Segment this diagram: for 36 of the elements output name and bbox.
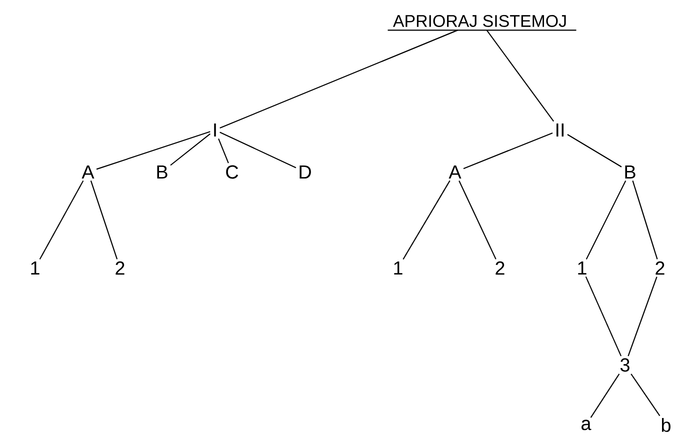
tree-label: D (300, 166, 311, 178)
tree-label: 1 (31, 262, 40, 274)
tree-branch (90, 180, 118, 260)
tree-label: B (157, 166, 168, 178)
tree-label: A (82, 166, 94, 178)
tree-branch (220, 30, 458, 129)
tree-branch (630, 374, 660, 416)
tree-branch (585, 276, 622, 356)
tree-branch (632, 180, 658, 260)
tree-label: 1 (578, 262, 586, 274)
tree-label: a (582, 420, 592, 430)
tree-branch (586, 180, 626, 260)
tree-label: A (448, 166, 462, 178)
tree-label: II (556, 124, 564, 136)
tree-branch (590, 374, 620, 418)
tree-branch (220, 132, 296, 168)
tree-branch (486, 30, 554, 122)
tree-label: 2 (116, 261, 124, 275)
tree-branch (218, 138, 229, 164)
tree-label: b (662, 418, 670, 432)
tree-branch (402, 180, 450, 260)
tree-label: I (214, 124, 216, 136)
tree-branch (39, 180, 84, 260)
tree-branch (96, 131, 210, 170)
tree-label: 1 (394, 262, 402, 274)
tree-label: 2 (496, 261, 504, 275)
tree-label: C (226, 165, 238, 179)
tree-branch (463, 132, 553, 170)
tree-label: 3 (620, 358, 630, 372)
tree-branch (628, 276, 658, 356)
title-heading: APRIORAJ SISTEMOJ (388, 15, 576, 31)
tree-label: B (625, 166, 636, 178)
tree-label: 2 (656, 261, 664, 275)
tree-branch (458, 180, 496, 260)
tree-branch (170, 133, 211, 166)
tree-branch (567, 134, 622, 168)
